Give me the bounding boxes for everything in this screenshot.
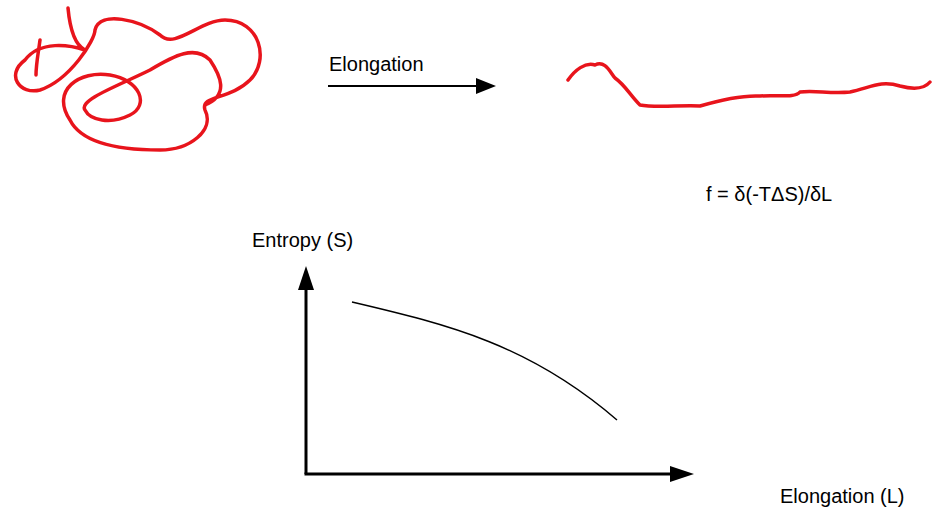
entropy-curve xyxy=(352,302,617,420)
axis-arrowhead xyxy=(298,266,314,290)
formula-label: f = δ(-TΔS)/δL xyxy=(706,182,832,206)
process-arrow xyxy=(328,85,480,87)
x-axis xyxy=(305,473,676,476)
extended-chain xyxy=(568,64,930,107)
axis-arrowhead xyxy=(670,466,694,482)
axis-label: Elongation (L) xyxy=(780,484,905,508)
axis-label: Entropy (S) xyxy=(252,228,353,252)
arrowhead xyxy=(476,78,496,94)
arrow-label: Elongation xyxy=(329,52,424,76)
coiled-chain xyxy=(16,8,261,150)
y-axis xyxy=(305,285,308,474)
